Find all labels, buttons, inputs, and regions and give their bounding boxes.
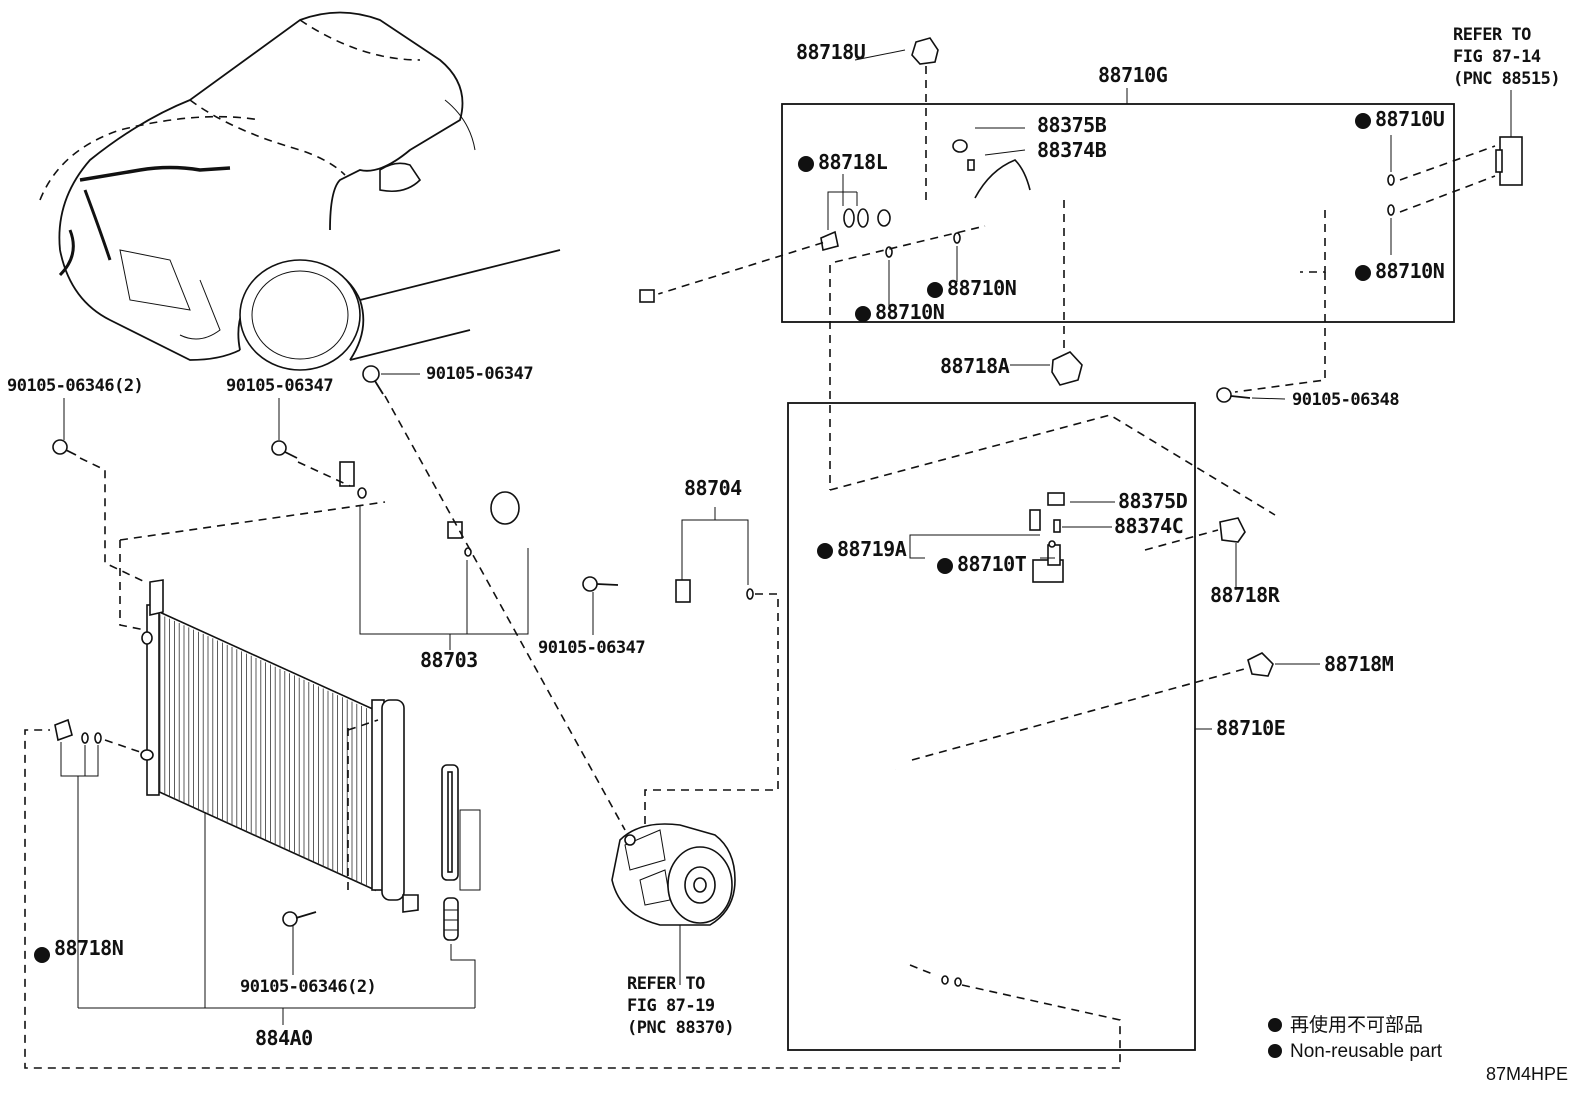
label-88718M: 88718M: [1324, 652, 1394, 676]
ref-compressor-line3: (PNC 88370): [627, 1018, 734, 1038]
diagram-code: 87M4HPE: [1486, 1064, 1568, 1084]
bolt-06346-lower: [282, 911, 317, 927]
ref-compressor-line1: REFER TO: [627, 974, 705, 994]
label-88710U: 88710U: [1375, 107, 1444, 131]
legend-text-en: Non-reusable part: [1290, 1041, 1443, 1062]
label-88710N-a: 88710N: [947, 276, 1016, 300]
label-bolt-06347-mid: 90105-06347: [538, 638, 645, 658]
label-88710T: 88710T: [957, 552, 1027, 576]
vehicle-illustration: [39, 11, 561, 371]
clip-88718R: [1219, 517, 1246, 543]
ref-top-right-line3: (PNC 88515): [1453, 69, 1560, 89]
label-88710E: 88710E: [1216, 716, 1285, 740]
hose-88704: [594, 289, 754, 603]
label-88704: 88704: [684, 476, 742, 500]
label-88710N-c: 88710N: [1375, 259, 1444, 283]
label-bolt-06348: 90105-06348: [1292, 390, 1399, 410]
label-884A0: 884A0: [255, 1026, 313, 1050]
bracket-88718N-group: [54, 718, 102, 744]
label-bolt-06346-upper: 90105-06346(2): [7, 376, 143, 396]
label-bolt-06346-lower: 90105-06346(2): [240, 977, 376, 997]
ref-top-right-line2: FIG 87-14: [1453, 47, 1541, 67]
clip-88718A: [1051, 351, 1083, 386]
compressor: [611, 823, 736, 926]
label-88710G: 88710G: [1098, 63, 1168, 87]
label-88718A: 88718A: [940, 354, 1010, 378]
ref-top-right-line1: REFER TO: [1453, 25, 1531, 45]
assembly-box-88710E: [787, 402, 1196, 1051]
legend-dot-2: [1268, 1044, 1282, 1058]
label-88719A: 88719A: [837, 537, 907, 561]
pipe-88710E: [843, 492, 1152, 987]
label-bolt-06347-left: 90105-06347: [226, 376, 333, 396]
label-bolt-06347-top: 90105-06347: [426, 364, 533, 384]
condenser-884A0: [140, 579, 419, 913]
clip-88718M: [1247, 652, 1274, 677]
label-88718R: 88718R: [1210, 583, 1281, 607]
label-88374B: 88374B: [1037, 138, 1107, 162]
label-88710N-b: 88710N: [875, 300, 944, 324]
legend-dot-1: [1268, 1018, 1282, 1032]
bolt-06346-upper: [52, 439, 77, 456]
label-88703: 88703: [420, 648, 478, 672]
legend-text-jp: 再使用不可部品: [1290, 1014, 1423, 1036]
oring-88718L-group: [820, 139, 1395, 258]
label-88375D: 88375D: [1118, 489, 1188, 513]
bolt-06347-mid: [582, 576, 619, 592]
label-88718L: 88718L: [818, 150, 888, 174]
hose-88703: [339, 402, 521, 557]
clip-88718U: [911, 37, 939, 65]
label-88375B: 88375B: [1037, 113, 1107, 137]
assembly-box-88710G: [781, 103, 1455, 323]
bolt-06348: [1216, 387, 1251, 403]
receiver-parts: [441, 764, 481, 941]
bolt-06347-top: [362, 365, 384, 395]
label-88718N: 88718N: [54, 936, 123, 960]
ref-compressor-line2: FIG 87-19: [627, 996, 715, 1016]
label-88374C: 88374C: [1114, 514, 1183, 538]
label-88718U: 88718U: [796, 40, 865, 64]
bolt-06347-left: [271, 440, 298, 459]
expansion-valve: [1495, 90, 1523, 186]
pipe-88710G: [877, 159, 1368, 235]
